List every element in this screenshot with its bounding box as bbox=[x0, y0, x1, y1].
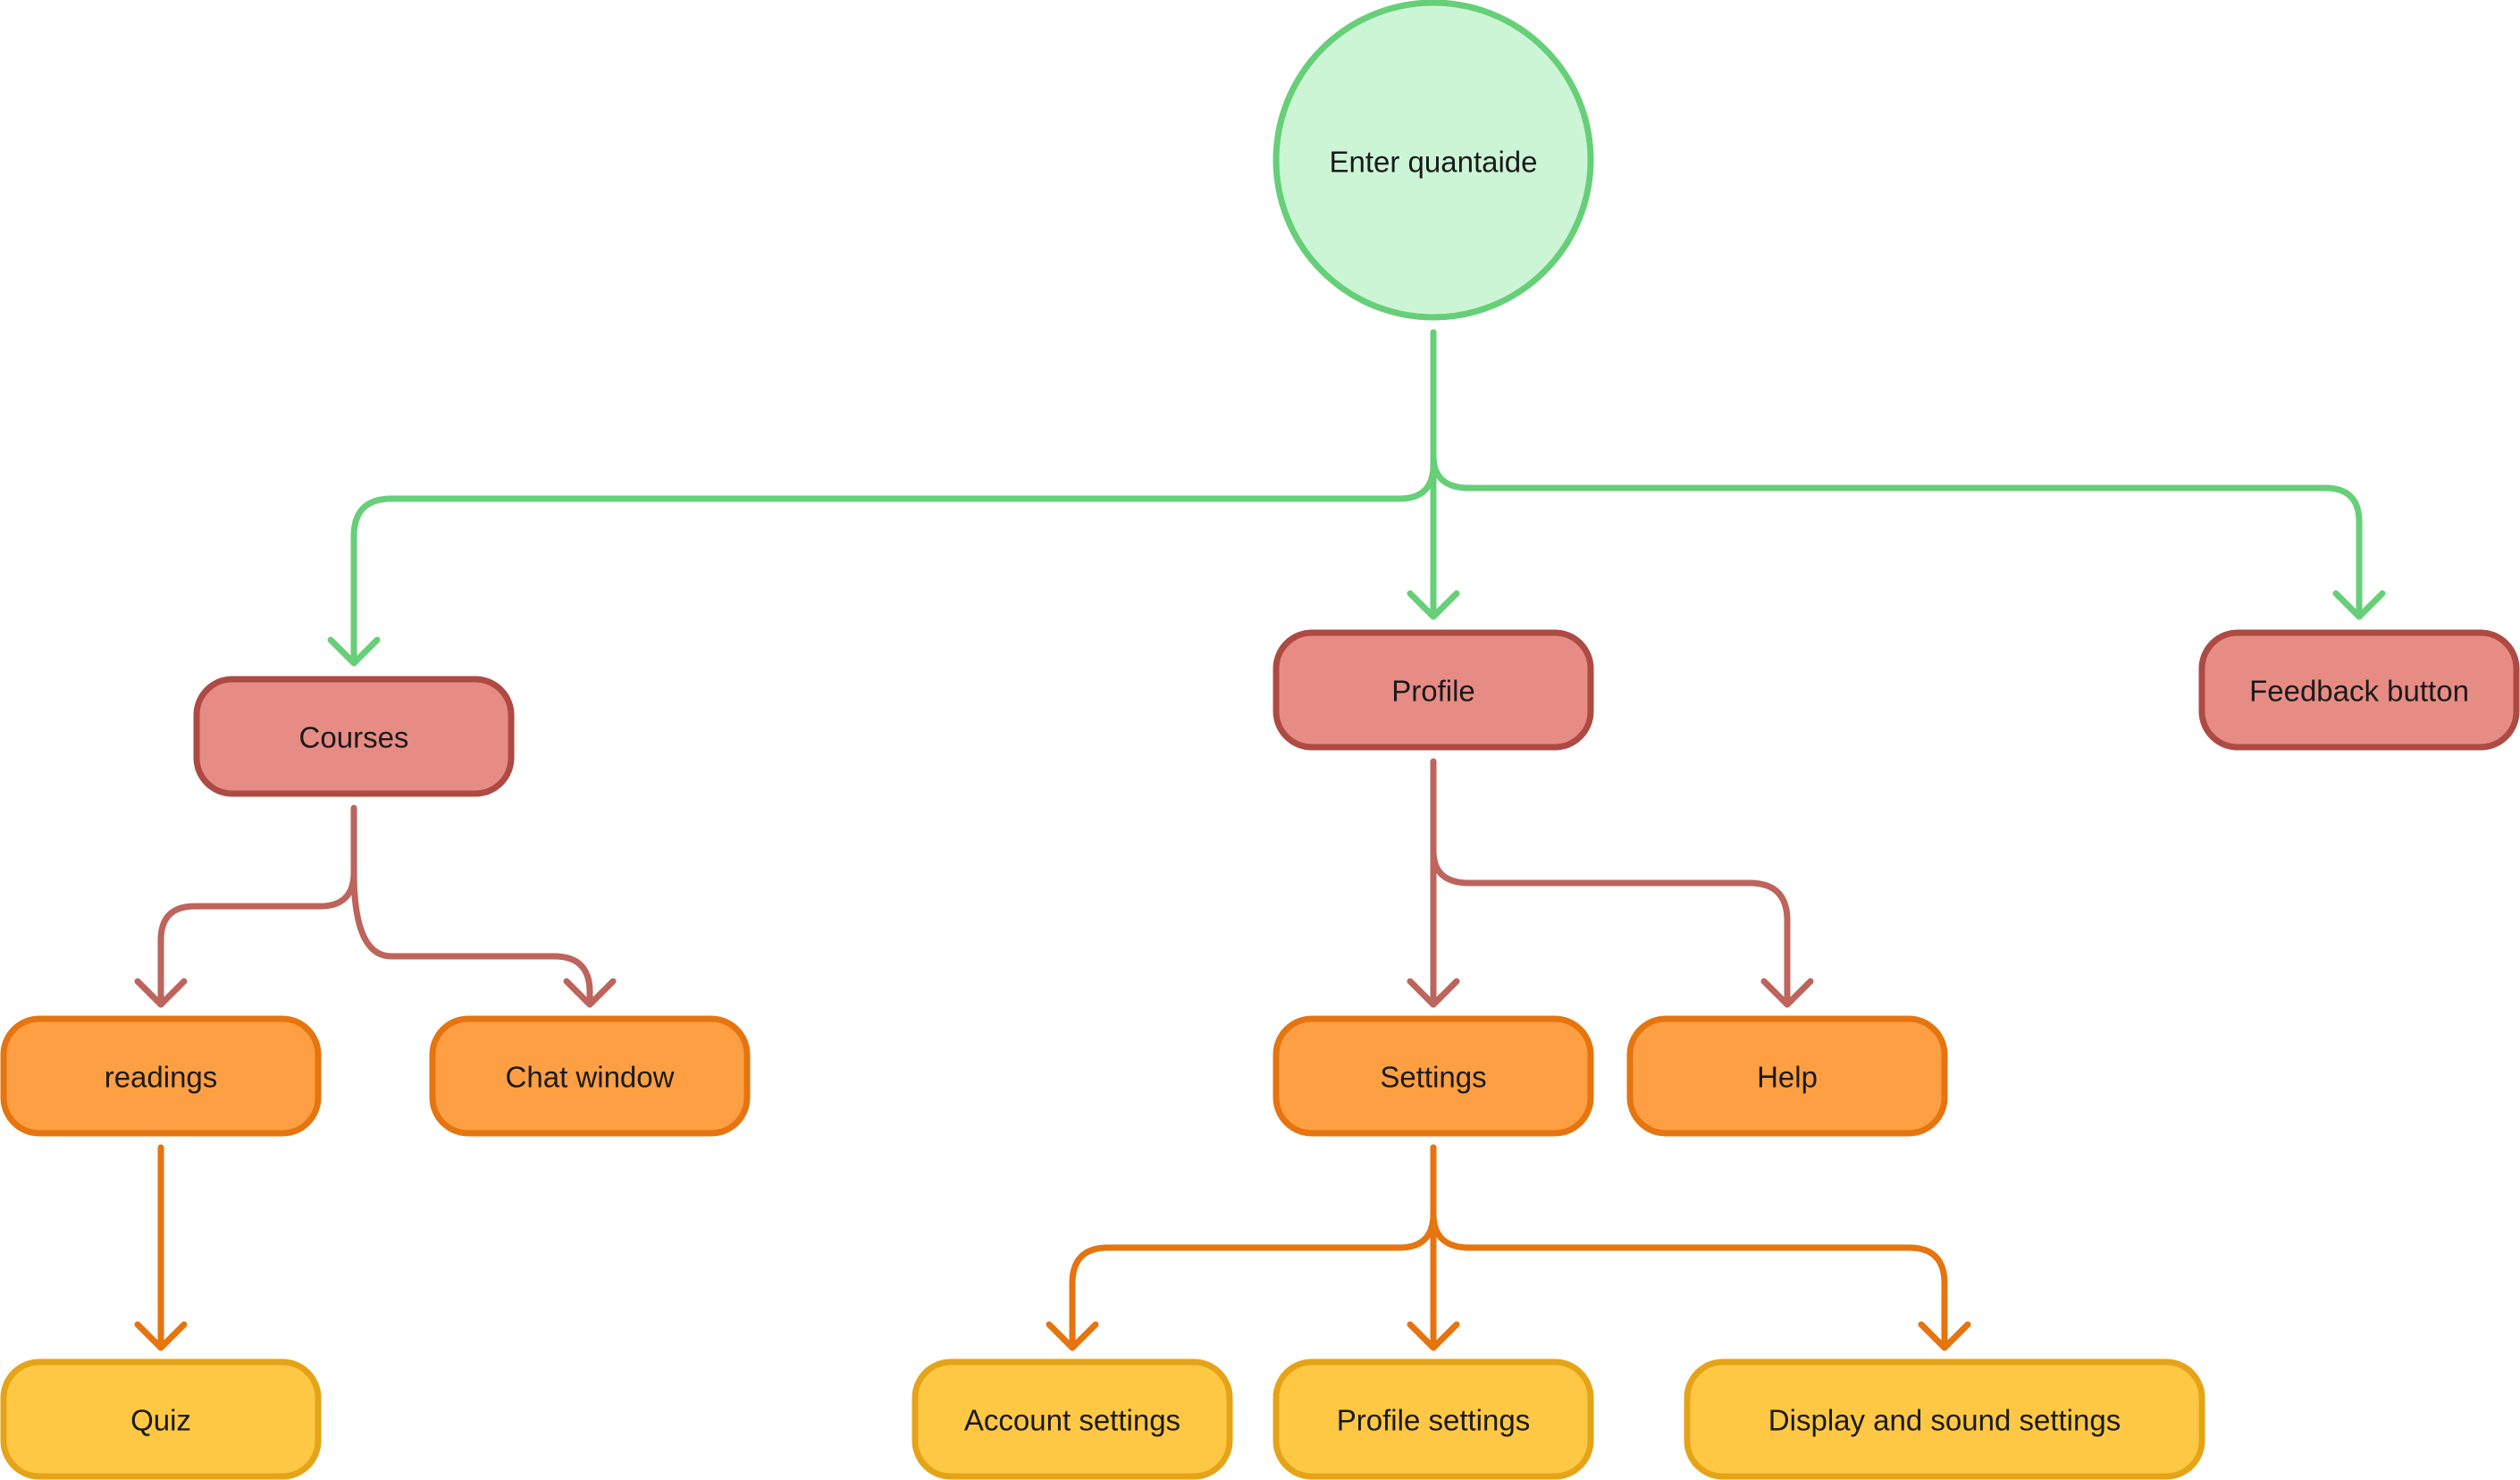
node-quiz: Quiz bbox=[0, 1358, 322, 1480]
edge-root-to-feedback-arrow bbox=[2332, 590, 2386, 620]
node-courses: Courses bbox=[193, 676, 515, 797]
node-display-sound-settings: Display and sound settings bbox=[1684, 1358, 2205, 1480]
node-quiz-box bbox=[0, 1358, 322, 1480]
edge-courses-to-chat bbox=[350, 869, 593, 1006]
node-help-label: Help bbox=[1757, 1061, 1818, 1094]
node-settings: Settings bbox=[1273, 1015, 1594, 1137]
edge-root-to-feedback bbox=[1430, 452, 2363, 620]
edge-courses-to-chat-arrow bbox=[563, 978, 617, 1008]
node-courses-box bbox=[193, 676, 515, 797]
node-account-settings-label: Account settings bbox=[964, 1404, 1180, 1437]
node-readings-box bbox=[0, 1015, 322, 1137]
node-profile-box bbox=[1273, 629, 1594, 751]
node-display-sound-settings-box bbox=[1684, 1358, 2205, 1480]
node-root-circle bbox=[1273, 0, 1594, 321]
edge-profile-to-help bbox=[1430, 847, 1791, 1006]
edges-root bbox=[327, 329, 2386, 667]
edge-root-to-courses-arrow bbox=[327, 636, 381, 667]
node-help: Help bbox=[1626, 1015, 1948, 1137]
node-account-settings: Account settings bbox=[911, 1358, 1233, 1480]
node-help-box bbox=[1626, 1015, 1948, 1137]
edge-settings-to-account-arrow bbox=[1046, 1321, 1099, 1351]
node-root-label: Enter quantaide bbox=[1329, 146, 1537, 179]
node-profile-settings-label: Profile settings bbox=[1337, 1404, 1530, 1437]
node-feedback-label: Feedback button bbox=[2249, 675, 2469, 708]
node-readings: readings bbox=[0, 1015, 322, 1137]
node-chat-label: Chat window bbox=[506, 1061, 675, 1094]
edge-root-to-profile-arrow bbox=[1407, 590, 1460, 620]
node-profile: Profile bbox=[1273, 629, 1594, 751]
node-feedback: Feedback button bbox=[2198, 629, 2520, 751]
edge-settings-to-display-arrow bbox=[1918, 1321, 1971, 1351]
edge-settings-to-account bbox=[1069, 1144, 1437, 1350]
node-chat: Chat window bbox=[429, 1015, 751, 1137]
node-chat-box bbox=[429, 1015, 751, 1137]
edge-profile-to-help-arrow bbox=[1760, 978, 1814, 1008]
node-account-settings-box bbox=[911, 1358, 1233, 1480]
node-profile-settings: Profile settings bbox=[1273, 1358, 1594, 1480]
node-settings-box bbox=[1273, 1015, 1594, 1137]
edge-readings-to-quiz-arrow bbox=[134, 1321, 188, 1351]
node-courses-label: Courses bbox=[299, 721, 409, 754]
node-profile-settings-box bbox=[1273, 1358, 1594, 1480]
node-quiz-label: Quiz bbox=[130, 1404, 191, 1437]
node-settings-label: Settings bbox=[1380, 1061, 1486, 1094]
node-readings-label: readings bbox=[105, 1061, 218, 1094]
edge-courses-to-readings bbox=[157, 804, 357, 1006]
node-profile-label: Profile bbox=[1391, 675, 1475, 708]
edge-courses-to-readings-arrow bbox=[134, 978, 188, 1008]
node-feedback-box bbox=[2198, 629, 2520, 751]
edge-profile-to-settings-arrow bbox=[1407, 978, 1460, 1008]
edge-settings-to-display bbox=[1430, 1210, 1948, 1350]
edge-settings-to-profile-settings-arrow bbox=[1407, 1321, 1460, 1351]
edges-level2 bbox=[134, 1144, 1971, 1351]
edges-level1 bbox=[134, 758, 1814, 1008]
node-display-sound-settings-label: Display and sound settings bbox=[1768, 1404, 2121, 1437]
node-root: Enter quantaide bbox=[1273, 0, 1594, 321]
edge-root-to-courses bbox=[350, 329, 1437, 665]
